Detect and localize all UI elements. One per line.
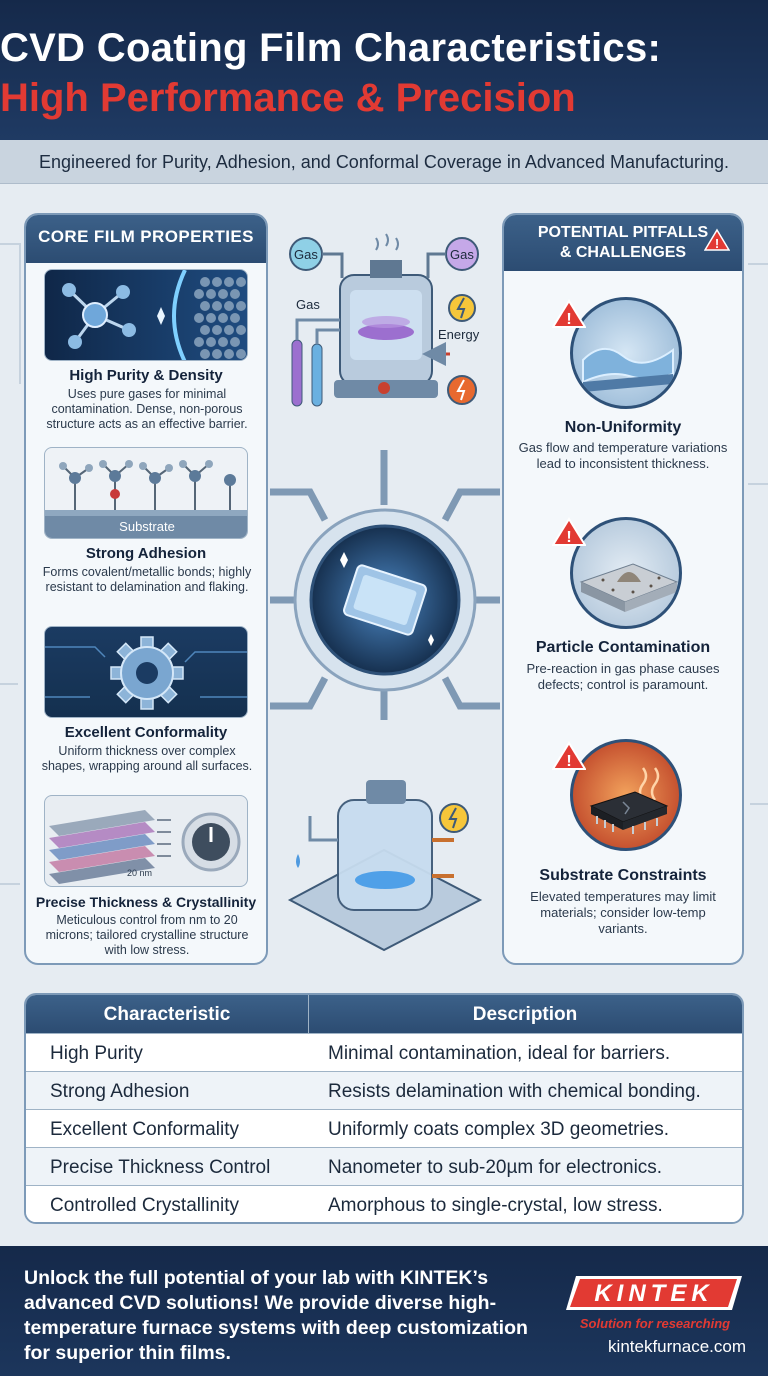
- header-banner: [0, 0, 768, 140]
- page-subtitle: Engineered for Purity, Adhesion, and Con…: [38, 152, 730, 172]
- table-cell-description: Nanometer to sub-20µm for electronics.: [328, 1157, 663, 1178]
- property-desc-adhesion: Forms covalent/metallic bonds; highly re…: [42, 565, 252, 594]
- logo-tagline: Solution for researching: [579, 1316, 731, 1331]
- wavy-layer-icon: [582, 348, 674, 392]
- particle-contamination-illustration: [570, 517, 682, 629]
- table-cell-characteristic: Excellent Conformality: [50, 1119, 240, 1140]
- column-header-characteristic: Characteristic: [103, 1004, 231, 1025]
- pitfalls-heading: POTENTIAL PITFALLS & CHALLENGES !: [504, 215, 742, 271]
- svg-text:!: !: [566, 529, 571, 546]
- table-row: Precise Thickness Control Nanometer to s…: [26, 1147, 742, 1185]
- warning-icon: !: [704, 228, 730, 251]
- property-desc-thickness: Meticulous control from nm to 20 microns…: [45, 913, 249, 957]
- property-desc-conformality: Uniform thickness over complex shapes, w…: [41, 744, 253, 773]
- table-row: Controlled Crystallinity Amorphous to si…: [26, 1185, 742, 1222]
- table-row: Excellent Conformality Uniformly coats c…: [26, 1109, 742, 1147]
- property-title-adhesion: Strong Adhesion: [85, 545, 207, 562]
- particles-icon: [579, 563, 679, 612]
- energy-label: Energy: [438, 327, 480, 342]
- pitfalls-panel: POTENTIAL PITFALLS & CHALLENGES ! ! Non-…: [502, 213, 744, 965]
- pitfall-desc-substrate-constraints: Elevated temperatures may limit material…: [530, 889, 716, 936]
- warning-icon: !: [552, 299, 586, 328]
- table-cell-description: Resists delamination with chemical bondi…: [328, 1081, 701, 1102]
- core-properties-panel: CORE FILM PROPERTIES High Purity &: [24, 213, 268, 965]
- non-uniformity-illustration: [570, 297, 682, 409]
- svg-text:!: !: [566, 311, 571, 328]
- conformality-illustration: [44, 626, 248, 718]
- layers-icon: [49, 810, 241, 884]
- table-cell-description: Minimal contamination, ideal for barrier…: [328, 1043, 671, 1064]
- core-properties-heading: CORE FILM PROPERTIES: [26, 215, 266, 263]
- footer-promo-text: Unlock the full potential of your lab wi…: [24, 1267, 528, 1364]
- property-title-purity: High Purity & Density: [69, 367, 223, 384]
- bonding-icon: [45, 460, 247, 538]
- pitfalls-heading-line1: POTENTIAL PITFALLS: [537, 224, 709, 241]
- gas-inlet-label: Gas: [296, 297, 320, 312]
- table-cell-description: Amorphous to single-crystal, low stress.: [328, 1195, 663, 1216]
- pitfall-title-non-uniformity: Non-Uniformity: [564, 419, 682, 436]
- gas-label-left: Gas: [294, 247, 318, 262]
- substrate-label: Substrate: [119, 519, 175, 534]
- svg-text:!: !: [715, 236, 719, 251]
- adhesion-illustration: Substrate: [44, 447, 248, 539]
- pitfalls-heading-line2: & CHALLENGES: [559, 244, 687, 261]
- pitfall-title-particle-contamination: Particle Contamination: [535, 639, 711, 656]
- property-desc-purity: Uses pure gases for minimal contaminatio…: [46, 387, 248, 431]
- pitfall-desc-non-uniformity: Gas flow and temperature variations lead…: [518, 440, 728, 471]
- table-cell-characteristic: Controlled Crystallinity: [50, 1195, 240, 1216]
- column-header-description: Description: [472, 1004, 578, 1025]
- table-cell-description: Uniformly coats complex 3D geometries.: [328, 1119, 670, 1140]
- gas-label-right: Gas: [450, 247, 474, 262]
- pitfall-desc-particle-contamination: Pre-reaction in gas phase causes defects…: [526, 661, 720, 692]
- table-cell-characteristic: Precise Thickness Control: [50, 1157, 271, 1178]
- page-title-highlight: High Performance & Precision: [0, 76, 576, 120]
- website-link[interactable]: kintekfurnace.com: [608, 1337, 746, 1356]
- table-cell-characteristic: High Purity: [50, 1043, 143, 1064]
- table-cell-characteristic: Strong Adhesion: [50, 1081, 190, 1102]
- pitfall-title-substrate-constraints: Substrate Constraints: [539, 867, 707, 884]
- property-title-thickness: Precise Thickness & Crystallinity: [35, 894, 257, 910]
- warning-icon: !: [552, 741, 586, 770]
- thickness-illustration: 20 nm: [44, 795, 248, 887]
- property-title-conformality: Excellent Conformality: [64, 724, 228, 741]
- table-row: Strong Adhesion Resists delamination wit…: [26, 1071, 742, 1109]
- circuit-background: [0, 243, 768, 885]
- page-title: CVD Coating Film Characteristics:: [0, 26, 662, 70]
- table-header: Characteristic Description: [26, 995, 742, 1033]
- molecule-icon: [62, 270, 246, 360]
- subtitle-bar: [0, 140, 768, 184]
- logo-wordmark: KINTEK: [594, 1280, 713, 1307]
- chip-icon: [589, 767, 669, 834]
- purity-illustration: [44, 269, 248, 361]
- kintek-logo[interactable]: KINTEK: [566, 1274, 742, 1312]
- characteristics-table: Characteristic Description High Purity M…: [24, 993, 744, 1224]
- gear-icon: [45, 636, 247, 710]
- cvd-process-diagram: [270, 233, 500, 952]
- substrate-constraints-illustration: [570, 739, 682, 851]
- table-row: High Purity Minimal contamination, ideal…: [26, 1033, 742, 1071]
- scale-label: 20 nm: [127, 868, 153, 878]
- svg-text:!: !: [566, 753, 571, 770]
- footer-banner: [0, 1246, 768, 1376]
- warning-icon: !: [552, 517, 586, 546]
